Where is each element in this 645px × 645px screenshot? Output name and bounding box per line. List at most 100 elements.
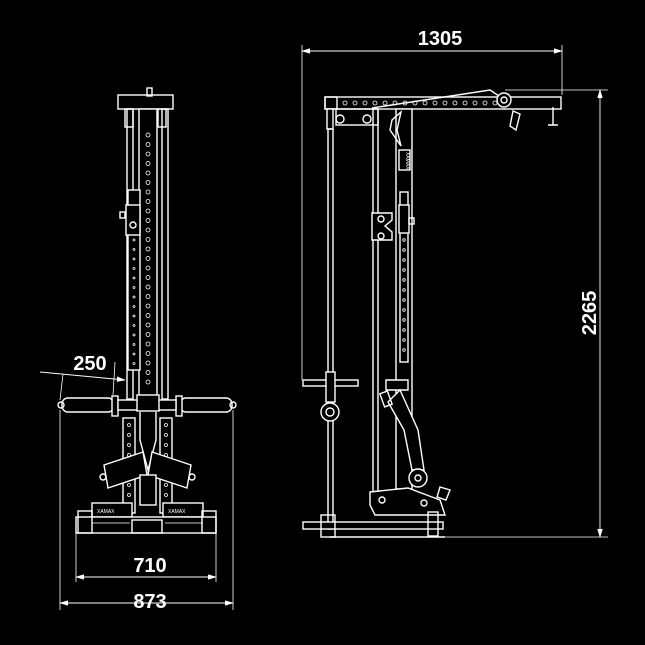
dimension-base-width-label: 710	[133, 555, 166, 577]
lower-plate	[369, 487, 446, 516]
hole	[145, 341, 151, 347]
cable-rod	[327, 128, 334, 530]
hole	[164, 483, 168, 487]
hole	[402, 268, 406, 272]
hole	[472, 100, 478, 106]
hole	[402, 258, 406, 262]
leg-roller	[408, 468, 428, 488]
hole	[127, 423, 131, 427]
hole	[145, 265, 151, 271]
hole	[132, 352, 136, 356]
hole	[402, 278, 406, 282]
roller-carriage	[371, 212, 393, 241]
hole	[422, 100, 428, 106]
hole	[145, 332, 151, 337]
hole	[132, 295, 136, 299]
hole	[132, 314, 136, 318]
hole	[145, 208, 151, 214]
hole	[462, 100, 468, 106]
hole	[145, 351, 151, 356]
pulley	[496, 92, 512, 108]
hole	[127, 483, 131, 487]
hole	[145, 246, 151, 252]
hole	[342, 100, 348, 106]
hole	[132, 286, 136, 289]
base-rail	[302, 521, 444, 530]
hole	[145, 180, 151, 185]
hole	[132, 267, 136, 270]
hole	[145, 294, 151, 299]
hole	[372, 100, 378, 106]
hole	[402, 298, 406, 302]
hole	[145, 170, 151, 176]
dimension-length-label: 1305	[418, 28, 463, 50]
logo-text: XAMAX	[404, 152, 410, 170]
hole	[145, 142, 151, 147]
hole	[145, 161, 151, 166]
right-rail	[161, 108, 169, 400]
hole	[145, 256, 151, 261]
hole	[132, 324, 136, 327]
hole	[145, 360, 151, 366]
hole	[127, 433, 131, 437]
hole	[145, 151, 151, 157]
hole	[132, 343, 136, 346]
hole	[132, 257, 136, 261]
hole	[164, 493, 168, 497]
hole	[432, 100, 438, 106]
hole	[132, 362, 136, 365]
dimension-lines	[39, 45, 608, 610]
hole	[145, 303, 151, 309]
dimension-height-label: 2265	[579, 291, 601, 336]
hole	[145, 370, 151, 375]
hole	[402, 248, 406, 252]
hole	[164, 423, 168, 427]
carriage	[125, 204, 141, 236]
leg-arm	[387, 388, 425, 471]
side-view: XAMAX	[302, 89, 562, 538]
adjust-track	[399, 191, 409, 363]
hole	[452, 100, 458, 106]
hole	[402, 308, 406, 312]
hole	[362, 100, 368, 106]
hole	[145, 218, 151, 223]
hole	[127, 493, 131, 497]
hole	[402, 238, 406, 242]
hole	[132, 305, 136, 308]
hole	[145, 237, 151, 242]
dimension-overall-width-label: 873	[133, 591, 166, 613]
hole	[402, 328, 406, 332]
hole	[145, 322, 151, 328]
dimension-arm-label: 250	[73, 353, 106, 375]
hole	[145, 189, 151, 195]
hole	[132, 276, 136, 280]
hole	[164, 433, 168, 437]
hole	[145, 275, 151, 280]
hole	[402, 288, 406, 292]
hole	[402, 338, 406, 342]
hole	[145, 132, 151, 138]
left-roller-pad	[61, 397, 115, 413]
right-roller-pad	[179, 397, 233, 413]
rear-upright	[372, 108, 379, 510]
hole	[402, 318, 406, 322]
hole	[145, 199, 151, 204]
top-cap	[117, 94, 174, 110]
hole	[402, 348, 406, 352]
logo-text: XAMAX	[97, 509, 115, 515]
dim-line-arm	[39, 371, 126, 382]
hole	[164, 443, 168, 447]
hole	[145, 284, 151, 290]
logo-plate	[398, 149, 411, 171]
hole	[352, 100, 358, 106]
hole	[132, 248, 136, 251]
hole	[132, 238, 136, 242]
pulley-handle	[320, 402, 340, 422]
logo-text: XAMAX	[168, 509, 186, 515]
hole	[482, 100, 488, 106]
hole	[442, 100, 448, 106]
hole	[127, 443, 131, 447]
hole	[145, 227, 151, 233]
hole	[145, 379, 151, 385]
